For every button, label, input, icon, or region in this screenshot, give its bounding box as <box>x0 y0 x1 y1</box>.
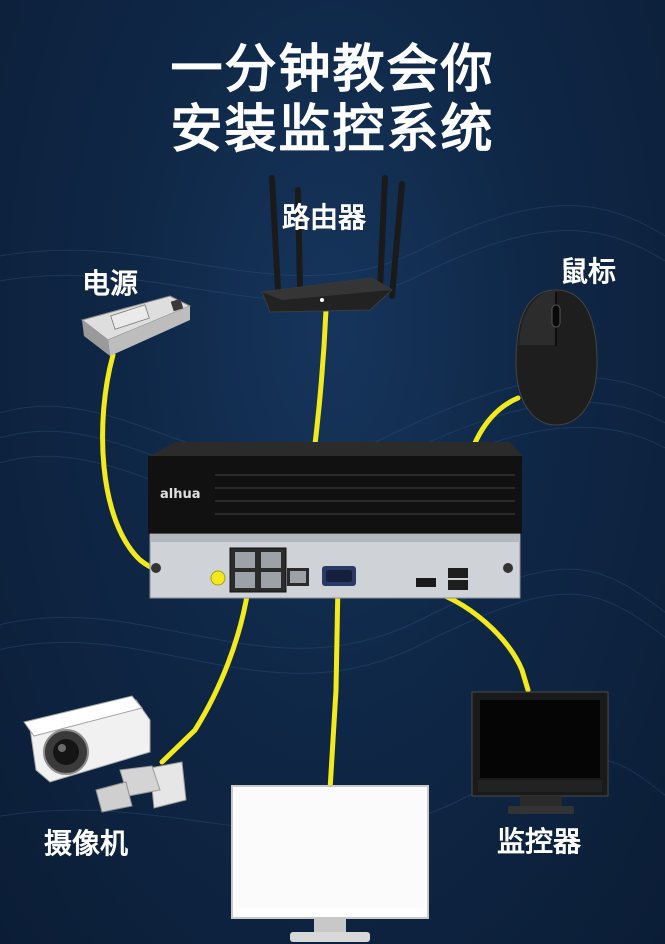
display-icon <box>231 785 429 942</box>
label-router: 路由器 <box>282 201 367 234</box>
router-icon <box>261 175 405 313</box>
label-camera: 摄像机 <box>44 827 129 860</box>
label-power: 电源 <box>82 267 139 300</box>
nvr-brand: alhua <box>160 487 201 502</box>
title-line-1: 一分钟教会你 <box>170 40 495 100</box>
title-line-2: 安装监控系统 <box>170 100 495 160</box>
cable-monitor <box>419 585 531 693</box>
label-mouse: 鼠标 <box>560 255 617 288</box>
label-monitor: 监控器 <box>497 825 582 858</box>
power-supply-icon <box>80 295 192 356</box>
camera-icon <box>23 695 187 813</box>
mouse-icon <box>515 289 598 426</box>
cable-camera <box>159 587 251 765</box>
cable-display <box>327 579 341 793</box>
monitor-icon <box>471 691 609 814</box>
nvr-recorder-icon: alhua <box>148 442 522 599</box>
